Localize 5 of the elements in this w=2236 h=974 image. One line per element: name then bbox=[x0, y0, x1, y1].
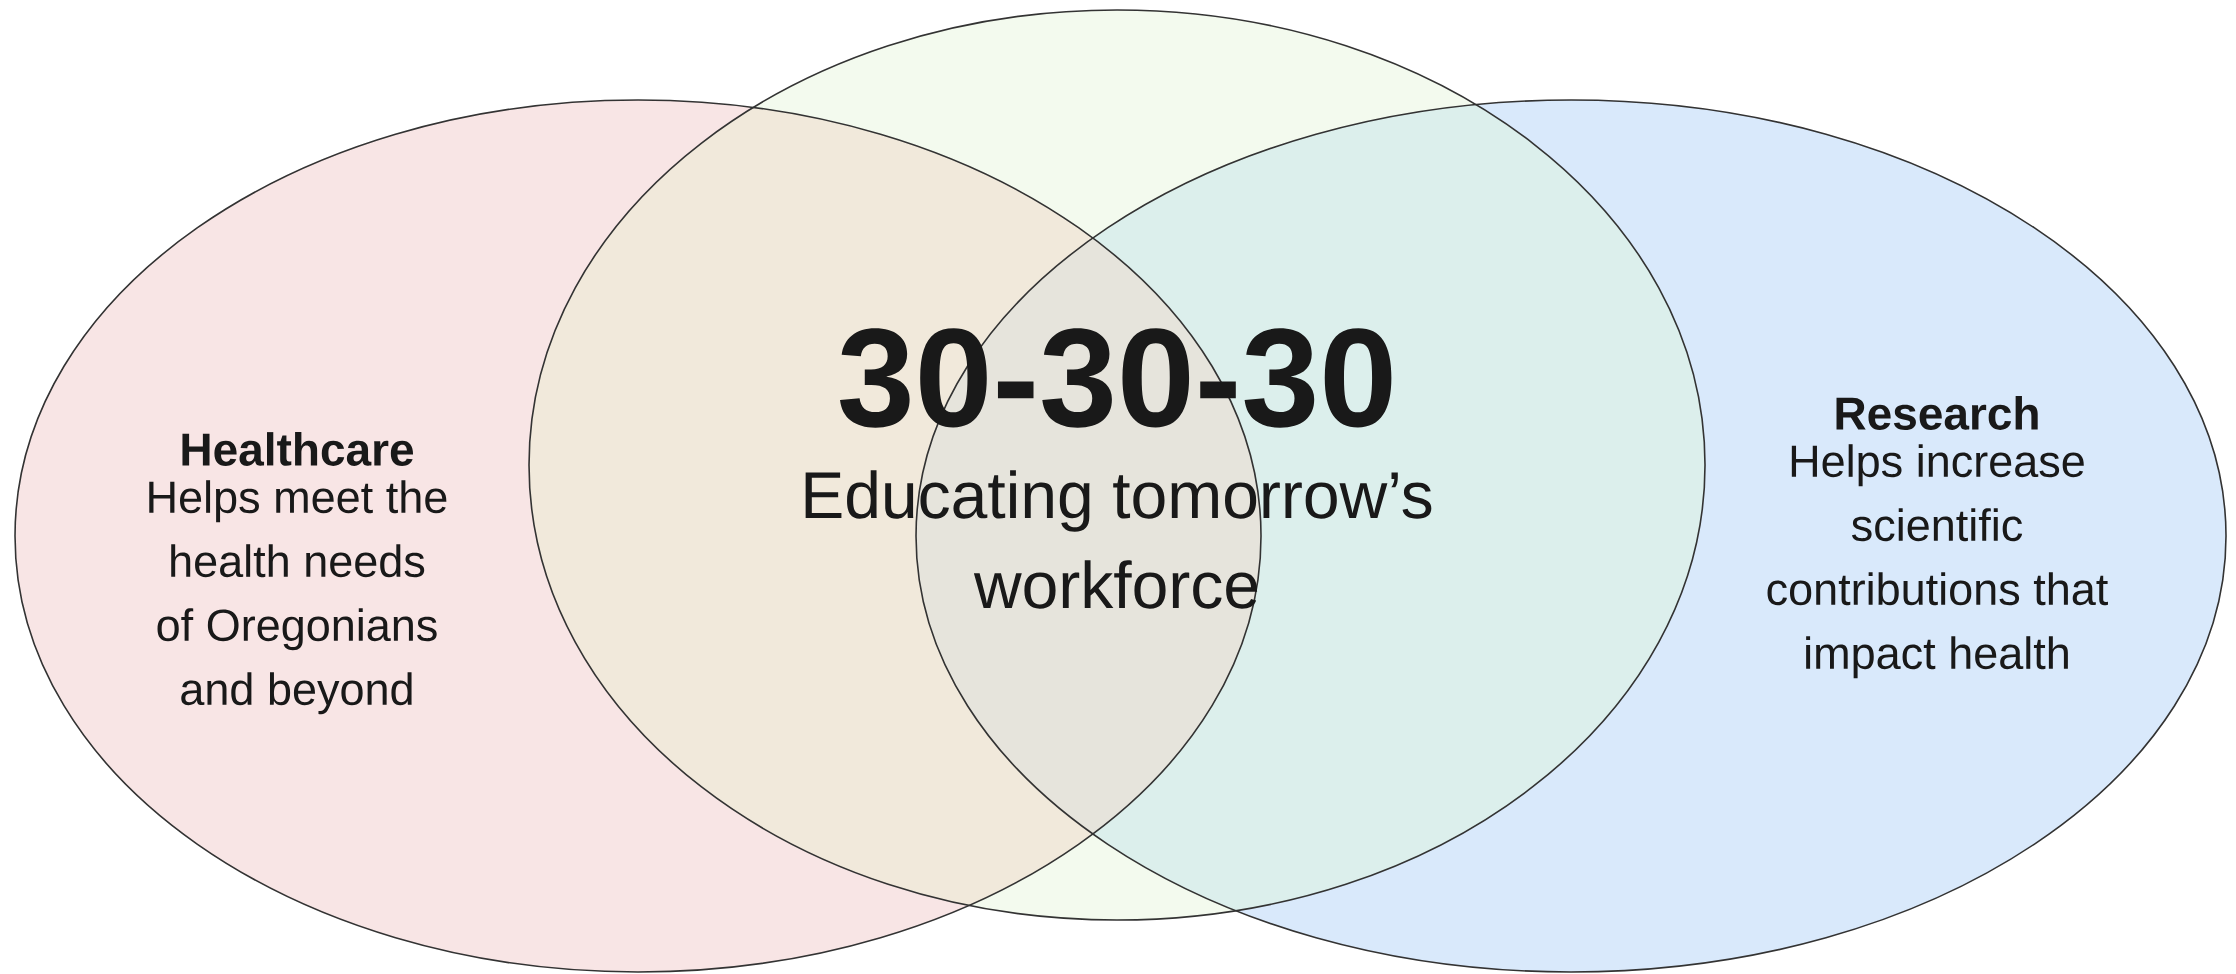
venn-ellipse bbox=[528, 9, 1706, 921]
description: Helps meet the health needs of Oregonians and beyond bbox=[149, 480, 447, 715]
heading: Research bbox=[1836, 396, 2038, 430]
heading: Healthcare bbox=[182, 432, 414, 466]
description: Helps increase scientific contributions that impact health bbox=[1767, 444, 2108, 679]
